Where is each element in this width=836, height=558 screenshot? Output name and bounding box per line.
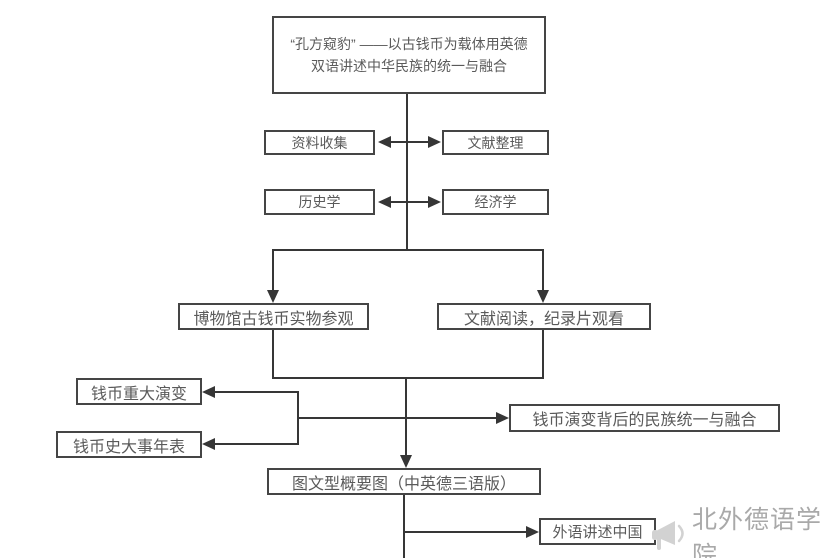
node-coin-evolution: 钱币重大演变	[76, 378, 202, 405]
node-project-title: “孔方窥豹” ——以古钱币为载体用英德 双语讲述中华民族的统一与融合	[272, 16, 546, 94]
connector-line	[389, 201, 429, 203]
connector-line	[297, 417, 497, 419]
arrowhead-right-icon	[428, 136, 441, 148]
arrowhead-left-icon	[202, 386, 215, 398]
node-literature-organization: 文献整理	[442, 130, 549, 155]
arrowhead-left-icon	[378, 196, 391, 208]
arrowhead-left-icon	[202, 438, 215, 450]
node-literature-reading: 文献阅读，纪录片观看	[437, 303, 651, 330]
connector-line	[272, 330, 274, 378]
arrowhead-right-icon	[496, 412, 509, 424]
watermark-text: 北外德语学院	[692, 506, 823, 558]
megaphone-icon	[648, 516, 690, 556]
project-title-line1: “孔方窥豹” ——以古钱币为载体用英德	[290, 36, 528, 52]
connector-line	[272, 377, 544, 379]
arrowhead-left-icon	[378, 136, 391, 148]
node-foreign-language: 外语讲述中国	[539, 518, 656, 545]
node-national-unity: 钱币演变背后的民族统一与融合	[509, 404, 780, 432]
connector-line	[403, 494, 405, 558]
connector-line	[389, 141, 429, 143]
node-data-collection: 资料收集	[264, 130, 375, 155]
arrowhead-right-icon	[428, 196, 441, 208]
connector-line	[403, 531, 527, 533]
node-history: 历史学	[264, 189, 375, 215]
connector-line	[406, 93, 408, 250]
node-museum-visit: 博物馆古钱币实物参观	[178, 303, 369, 330]
arrowhead-down-icon	[400, 455, 412, 468]
arrowhead-down-icon	[537, 290, 549, 303]
arrowhead-right-icon	[526, 526, 539, 538]
connector-line	[214, 391, 299, 393]
watermark: 北外德语学院	[648, 500, 836, 558]
connector-line	[542, 249, 544, 291]
node-economics: 经济学	[442, 189, 549, 215]
connector-line	[272, 249, 544, 251]
connector-line	[214, 443, 299, 445]
connector-line	[542, 330, 544, 378]
project-title-line2: 双语讲述中华民族的统一与融合	[311, 58, 507, 74]
node-summary-diagram: 图文型概要图（中英德三语版）	[267, 468, 541, 495]
arrowhead-down-icon	[267, 290, 279, 303]
connector-line	[405, 377, 407, 456]
connector-line	[272, 249, 274, 291]
node-coin-timeline: 钱币史大事年表	[56, 431, 202, 458]
